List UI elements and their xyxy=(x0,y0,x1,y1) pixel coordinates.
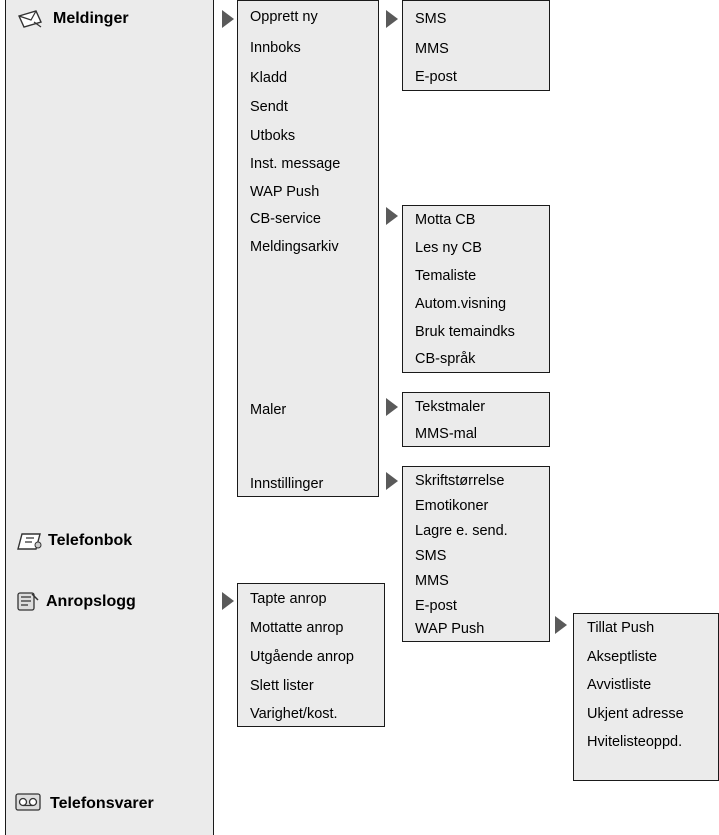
menu-item-maler[interactable]: Maler xyxy=(250,402,287,418)
menu-item-cb-sprak[interactable]: CB-språk xyxy=(415,351,476,367)
menu-item-ukjent-adresse[interactable]: Ukjent adresse xyxy=(587,706,684,722)
menu-item-settings-wap-push[interactable]: WAP Push xyxy=(415,621,485,637)
category-column xyxy=(5,0,214,835)
menu-item-slett-lister[interactable]: Slett lister xyxy=(250,678,314,694)
menu-item-cb-service[interactable]: CB-service xyxy=(250,211,321,227)
call-log-icon xyxy=(17,592,39,611)
menu-item-settings-sms[interactable]: SMS xyxy=(415,548,447,564)
menu-item-innstillinger[interactable]: Innstillinger xyxy=(250,476,324,492)
wap-push-submenu-box xyxy=(573,613,719,781)
menu-item-tekstmaler[interactable]: Tekstmaler xyxy=(415,399,486,415)
category-meldinger[interactable]: Meldinger xyxy=(53,10,129,27)
arrow-icon xyxy=(222,592,234,610)
menu-item-tapte-anrop[interactable]: Tapte anrop xyxy=(250,591,327,607)
menu-item-kladd[interactable]: Kladd xyxy=(250,70,288,86)
menu-item-mottatte-anrop[interactable]: Mottatte anrop xyxy=(250,620,344,636)
menu-item-mms[interactable]: MMS xyxy=(415,41,449,57)
menu-item-sendt[interactable]: Sendt xyxy=(250,99,288,115)
menu-item-sms[interactable]: SMS xyxy=(415,11,447,27)
menu-item-lagre-e-send[interactable]: Lagre e. send. xyxy=(415,523,508,539)
menu-item-inst-message[interactable]: Inst. message xyxy=(250,156,341,172)
arrow-icon xyxy=(222,10,234,28)
envelope-icon xyxy=(18,10,42,28)
create-new-submenu-box xyxy=(402,0,550,91)
menu-item-epost[interactable]: E-post xyxy=(415,69,457,85)
menu-item-bruk-temaindks[interactable]: Bruk temaindks xyxy=(415,324,515,340)
menu-item-opprett-ny[interactable]: Opprett ny xyxy=(250,9,318,25)
menu-item-varighet-kost[interactable]: Varighet/kost. xyxy=(250,706,338,722)
arrow-icon xyxy=(555,616,567,634)
call-log-submenu-box xyxy=(237,583,385,727)
menu-item-utgaende-anrop[interactable]: Utgående anrop xyxy=(250,649,354,665)
arrow-icon xyxy=(386,10,398,28)
arrow-icon xyxy=(386,207,398,225)
menu-item-mms-mal[interactable]: MMS-mal xyxy=(415,426,478,442)
menu-item-wap-push[interactable]: WAP Push xyxy=(250,184,320,200)
category-telefonsvarer[interactable]: Telefonsvarer xyxy=(50,795,154,812)
menu-item-autom-visning[interactable]: Autom.visning xyxy=(415,296,507,312)
menu-item-meldingsarkiv[interactable]: Meldingsarkiv xyxy=(250,239,339,255)
menu-item-innboks[interactable]: Innboks xyxy=(250,40,301,56)
menu-item-motta-cb[interactable]: Motta CB xyxy=(415,212,476,228)
menu-item-settings-mms[interactable]: MMS xyxy=(415,573,449,589)
cb-submenu-box xyxy=(402,205,550,373)
settings-submenu-box xyxy=(402,466,550,642)
templates-submenu-box xyxy=(402,392,550,447)
menu-item-les-ny-cb[interactable]: Les ny CB xyxy=(415,240,482,256)
menu-item-settings-epost[interactable]: E-post xyxy=(415,598,457,614)
arrow-icon xyxy=(386,398,398,416)
menu-item-tillat-push[interactable]: Tillat Push xyxy=(587,620,655,636)
category-anropslogg[interactable]: Anropslogg xyxy=(46,593,136,610)
menu-item-hvitelisteoppd[interactable]: Hvitelisteoppd. xyxy=(587,734,683,750)
menu-item-skriftstorrelse[interactable]: Skriftstørrelse xyxy=(415,473,505,489)
menu-item-avvistliste[interactable]: Avvistliste xyxy=(587,677,652,693)
phonebook-icon xyxy=(17,533,42,550)
voicemail-icon xyxy=(15,793,41,811)
messages-submenu-box xyxy=(237,0,379,497)
menu-item-akseptliste[interactable]: Akseptliste xyxy=(587,649,658,665)
menu-item-utboks[interactable]: Utboks xyxy=(250,128,296,144)
menu-item-emotikoner[interactable]: Emotikoner xyxy=(415,498,489,514)
menu-item-temaliste[interactable]: Temaliste xyxy=(415,268,477,284)
category-telefonbok[interactable]: Telefonbok xyxy=(48,532,133,549)
arrow-icon xyxy=(386,472,398,490)
